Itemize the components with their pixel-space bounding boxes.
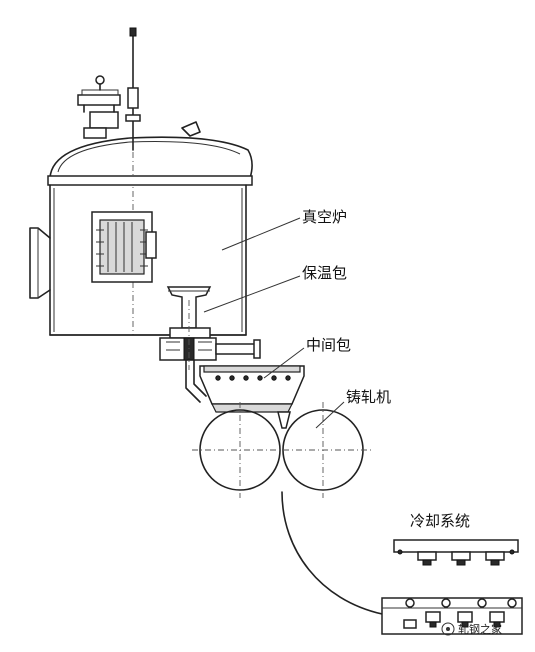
watermark-logo-dot-icon [446, 627, 450, 631]
top-valve-flange [77, 94, 121, 106]
tundish-cover [203, 365, 301, 373]
watermark: 轧钢之家 [441, 622, 502, 636]
probe-gland [127, 87, 139, 109]
furnace-flange [47, 175, 253, 186]
leader-caster [315, 401, 345, 429]
gate-actuator-rod [215, 343, 257, 355]
lifting-lug [181, 121, 201, 137]
vacuum-furnace [29, 27, 253, 336]
top-valve-base [83, 127, 107, 139]
top-valve-knob [95, 75, 105, 85]
furnace-viewport [29, 227, 51, 299]
label-tundish: 中间包 [306, 336, 351, 354]
cooling-bed-rollers [405, 598, 517, 608]
tundish-nozzle [277, 411, 291, 429]
melter-coil-ends [96, 229, 148, 267]
leader-lines [203, 217, 345, 429]
tundish-burners [215, 375, 291, 381]
feed-chute [185, 359, 207, 403]
watermark-logo-icon [441, 622, 455, 636]
label-holding-ladle: 保温包 [302, 264, 347, 282]
label-vacuum-furnace: 真空炉 [302, 208, 347, 226]
holding-ladle [159, 286, 261, 370]
tundish [185, 359, 305, 429]
furnace-dome-inner [57, 141, 241, 173]
header-bolt-right [509, 549, 515, 555]
top-valve-body [89, 111, 119, 129]
melter-trunnion [145, 231, 157, 259]
gate-actuator-end [253, 339, 261, 359]
cooling-header-upper [393, 539, 519, 566]
gate-flange [169, 327, 211, 339]
melter-crucible [99, 219, 145, 275]
melter-coils [107, 222, 133, 272]
cast-strip [281, 491, 383, 615]
leader-vacuum-furnace [221, 217, 301, 251]
label-caster: 铸轧机 [346, 388, 391, 406]
cooling-bed-pump [403, 619, 417, 629]
header-bolt-left [397, 549, 403, 555]
cooling-bed-nozzles [425, 611, 505, 628]
probe-collar [125, 114, 141, 122]
cooling-nozzles-upper [417, 551, 505, 566]
furnace-dome [49, 136, 253, 179]
gate-detail [166, 341, 212, 351]
leader-tundish [263, 347, 305, 379]
probe-tip [129, 27, 137, 37]
watermark-text: 轧钢之家 [458, 622, 502, 636]
holding-ladle-body [166, 286, 212, 329]
label-cooling-system: 冷却系统 [410, 512, 470, 530]
top-valve-neck [83, 104, 115, 113]
twin-roll-caster [192, 402, 383, 615]
leader-holding-ladle [203, 275, 301, 313]
top-valve-cap [81, 89, 119, 96]
cooling-bed-lower [381, 597, 523, 635]
tundish-melt [211, 403, 293, 413]
cooling-header-bar [393, 539, 519, 553]
